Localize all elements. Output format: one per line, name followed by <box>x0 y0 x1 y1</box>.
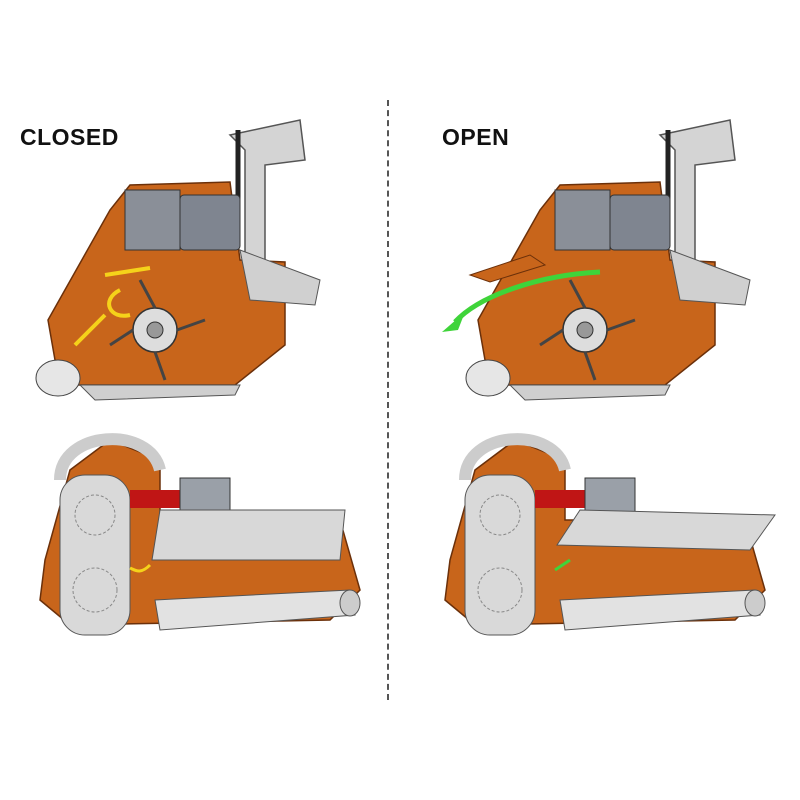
closed-side-view <box>36 120 320 400</box>
closed-iso-view <box>40 439 360 635</box>
open-side-view <box>466 120 750 400</box>
dashed-divider <box>387 100 389 700</box>
closed-arrows <box>73 266 151 347</box>
open-label: OPEN <box>442 124 510 150</box>
closed-label: CLOSED <box>20 124 119 150</box>
open-arrow <box>442 269 601 332</box>
open-iso-view <box>445 439 776 635</box>
